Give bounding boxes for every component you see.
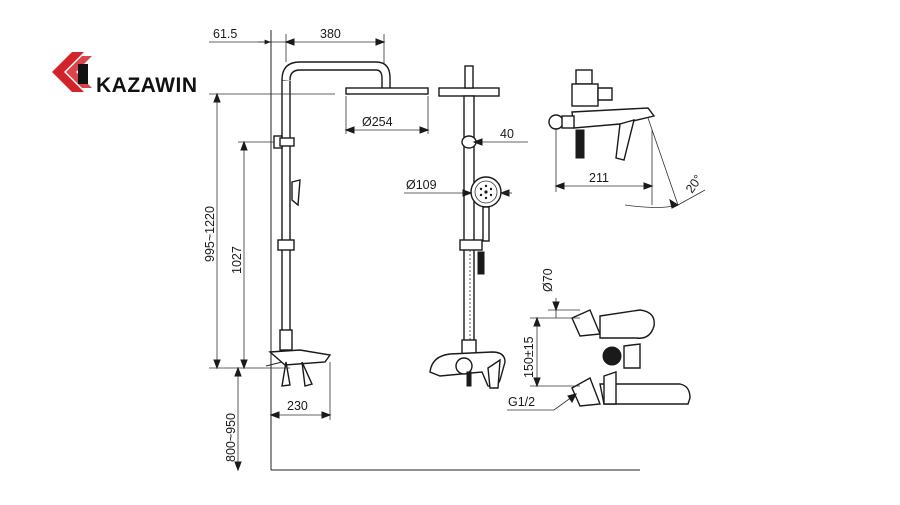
dim-label-arm-length: 380 [320, 27, 341, 41]
brand-logo: KAZAWIN [52, 52, 198, 97]
dimension-mixer-depth: 211 [554, 128, 654, 205]
brand-mark-icon [52, 52, 92, 92]
dim-label-thread: G1/2 [508, 395, 535, 409]
dim-label-inlet-spacing: 150±15 [522, 336, 536, 378]
shower-head-front [438, 87, 500, 97]
mixer-detail-side [548, 69, 656, 161]
dimension-inlet-diameter: Ø70 [541, 268, 580, 318]
dim-label-slider-offset: 40 [500, 127, 514, 141]
dimension-top-offset: 61.5 [209, 27, 287, 62]
shower-head-side [345, 87, 429, 95]
dimension-thread: G1/2 [507, 393, 577, 411]
dim-label-head-diameter: Ø254 [362, 115, 393, 129]
mixer-side [268, 349, 332, 366]
mixer-detail-front [571, 309, 691, 407]
dimension-floor-range: 800~950 [209, 366, 290, 472]
dimension-head-diameter: Ø254 [344, 96, 430, 134]
dim-label-top-offset: 61.5 [213, 27, 237, 41]
dim-label-spout-length: 230 [287, 399, 308, 413]
dimension-mixer-angle: 20° [624, 117, 705, 209]
shower-column-side-view [265, 61, 429, 387]
hand-shower-side [291, 179, 301, 207]
dimension-inlet-spacing: 150±15 [522, 316, 580, 388]
dimension-hand-diameter: Ø109 [404, 178, 512, 197]
brand-name: KAZAWIN [96, 74, 198, 97]
dim-label-hand-diameter: Ø109 [406, 178, 437, 192]
dimension-slider-offset: 40 [472, 127, 528, 146]
dim-label-rail-height: 1027 [230, 246, 244, 274]
dim-label-mixer-angle: 20° [683, 172, 705, 196]
shower-column-front-view [429, 65, 506, 389]
dim-label-height-range: 995~1220 [203, 206, 217, 262]
dim-label-floor-range: 800~950 [224, 413, 238, 462]
dim-label-inlet-diameter: Ø70 [541, 268, 555, 292]
dim-label-mixer-depth: 211 [589, 171, 609, 185]
dimension-rail-height: 1027 [230, 140, 274, 370]
dimension-height-range: 995~1220 [203, 92, 335, 370]
wall-line [270, 30, 640, 471]
dimension-spout-length: 230 [269, 362, 332, 420]
